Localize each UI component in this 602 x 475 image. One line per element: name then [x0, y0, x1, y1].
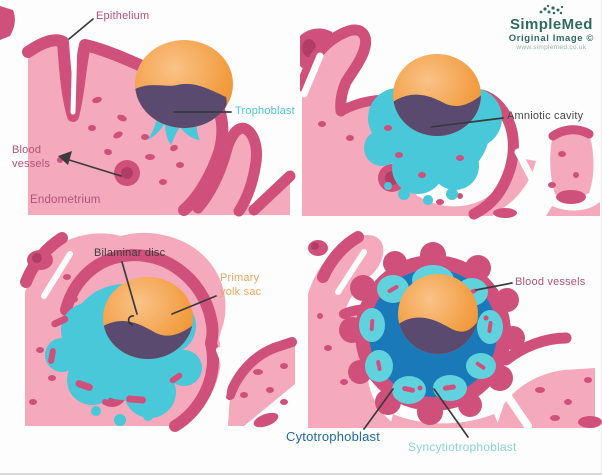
implanted-embryo	[45, 277, 202, 426]
simplemed-logo-icon	[539, 4, 564, 15]
syncytiotrophoblast-label: Syncytiotrophoblast	[408, 440, 517, 454]
epithelium-label: Epithelium	[96, 10, 150, 22]
simplemed-watermark: SimpleMed Original Image © www.simplemed…	[509, 3, 594, 51]
amniotic-cavity-label: Amniotic cavity	[507, 110, 584, 122]
bilaminar-disc-label: Bilaminar disc	[94, 247, 166, 259]
stage-3-illustration	[20, 232, 297, 432]
blood-vessels-2-label: Blood vessels	[515, 276, 586, 288]
blastocyst	[135, 40, 233, 145]
endometrium-label: Endometrium	[30, 194, 101, 206]
implanting-blastocyst	[364, 54, 502, 205]
leader-lines-3	[121, 261, 217, 315]
lacunae-streaks	[48, 296, 183, 405]
embryo-with-trophoblast-layers	[339, 242, 525, 425]
stage-4-illustration	[308, 231, 602, 438]
inner-cell-mass	[135, 83, 227, 128]
amniotic-cavity-shape-4	[398, 317, 478, 354]
cytotrophoblast-label: Cytotrophoblast	[286, 429, 381, 444]
blood-vessels-1	[57, 96, 184, 186]
leader-lines-4	[363, 282, 513, 438]
leader-lines-1	[58, 18, 232, 177]
leader-lines-2	[430, 117, 504, 128]
blood-vessels-label: Blood vessels	[12, 144, 51, 170]
blood-vessels-4	[317, 313, 602, 428]
trophoblast-label: Trophoblast	[235, 105, 295, 117]
bilaminar-disc-mark	[127, 315, 135, 326]
stage-1-illustration	[0, 6, 296, 217]
primary-yolk-sac-label: Primary yolk sac	[220, 272, 262, 298]
logo-original-text: Original Image ©	[508, 32, 594, 44]
logo-url-text: www.simplemed.co.uk	[516, 43, 587, 51]
amniotic-cavity-shape	[393, 91, 481, 136]
logo-brand-text: SimpleMed	[509, 16, 593, 33]
stage-2-illustration	[300, 24, 600, 220]
amniotic-cavity-shape-3	[103, 321, 193, 359]
